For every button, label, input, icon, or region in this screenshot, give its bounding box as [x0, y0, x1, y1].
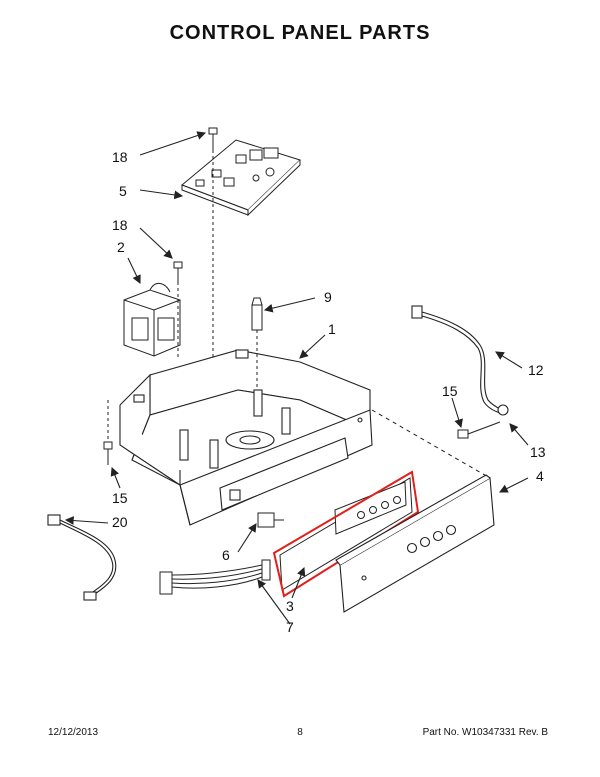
callout-2: 2 [117, 239, 125, 255]
callout-5: 5 [119, 183, 127, 199]
callout-15-right: 15 [442, 383, 458, 399]
footer-page-number: 8 [297, 727, 303, 738]
callout-1: 1 [328, 321, 336, 337]
wire-harness-left [47, 514, 117, 601]
callout-leaders [64, 131, 529, 625]
dashed-guide [371, 409, 491, 479]
screw-left [103, 441, 113, 465]
callout-7: 7 [286, 619, 294, 635]
ribbon-harness [159, 559, 271, 595]
stud [251, 297, 263, 331]
screw-right [457, 421, 501, 439]
callout-labels: 18 5 18 2 9 1 12 15 13 4 15 20 6 3 7 [112, 149, 546, 635]
callout-12: 12 [528, 362, 544, 378]
transformer [123, 283, 181, 357]
page-title: CONTROL PANEL PARTS [169, 22, 431, 44]
footer-date: 12/12/2013 [48, 727, 99, 738]
highlight-outline [272, 470, 420, 598]
callout-15-left: 15 [112, 490, 128, 506]
callout-18-top: 18 [112, 149, 128, 165]
control-board [181, 139, 301, 217]
screw-top [208, 127, 218, 150]
footer-part-number: Part No. W10347331 Rev. B [422, 727, 548, 738]
switch [257, 512, 284, 528]
housing [119, 349, 373, 526]
callout-18-mid: 18 [112, 217, 128, 233]
control-panel-cover [335, 474, 495, 613]
wire-harness-right [411, 305, 509, 416]
control-panel-board [279, 477, 413, 591]
callout-6: 6 [222, 547, 230, 563]
callout-20: 20 [112, 514, 128, 530]
screw-mid [173, 261, 183, 282]
callout-3: 3 [286, 598, 294, 614]
callout-9: 9 [324, 289, 332, 305]
callout-4: 4 [536, 468, 544, 484]
callout-13: 13 [530, 444, 546, 460]
